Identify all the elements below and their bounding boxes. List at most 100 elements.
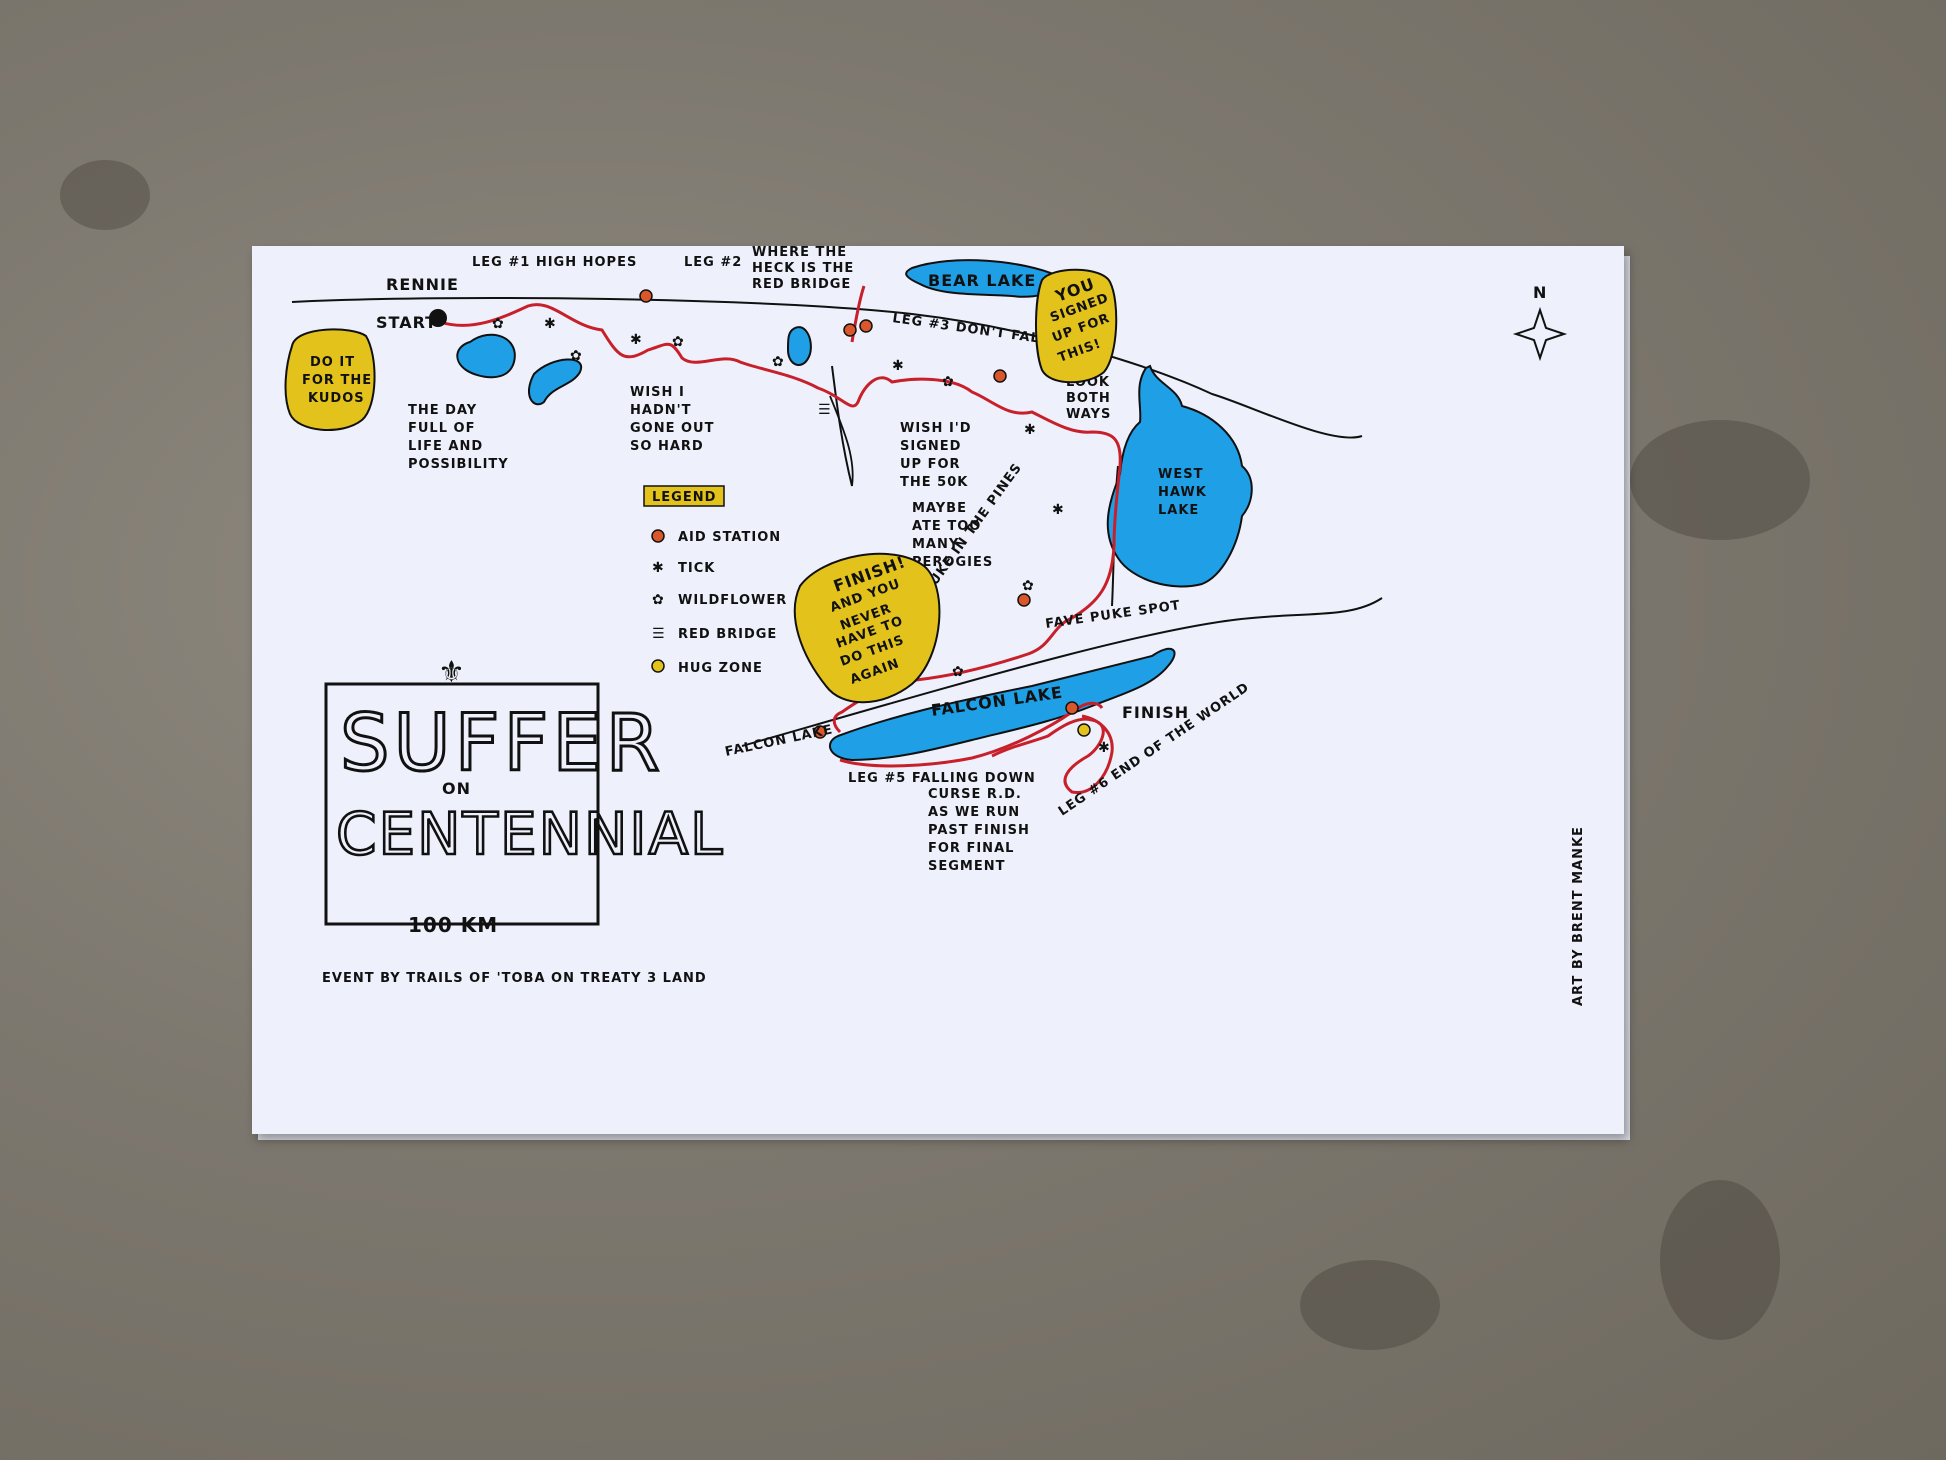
note-wish-50k: WISH I'D SIGNED UP FOR THE 50K (900, 421, 972, 490)
place-west-hawk-1: WEST (1158, 467, 1203, 482)
legend-item-label: HUG ZONE (678, 661, 763, 676)
wildflower-icon: ✿ (672, 334, 684, 350)
aid-station-icon (813, 725, 827, 739)
svg-text:CURSE R.D.: CURSE R.D. (928, 787, 1022, 802)
tick-icon: ✱ (1024, 422, 1036, 438)
aid-station-icon (859, 319, 873, 333)
race-route-finish (839, 701, 1104, 768)
event-credit: EVENT BY TRAILS OF 'TOBA ON TREATY 3 LAN… (322, 971, 707, 986)
map-sheet: ✿ ✱ ✿ ✱ ✿ ✿ ✱ ✿ ✱ ✱ ✿ ✿ ✱ ☰ N RENNIE STA… (252, 246, 1624, 1134)
svg-text:WISH I'D: WISH I'D (900, 421, 972, 436)
tick-icon: ✱ (630, 332, 642, 348)
aid-station-icon (651, 529, 665, 543)
title-block: ⚜ SUFFER ON CENTENNIAL 100 KM EVENT BY T… (322, 655, 724, 986)
legend-item-label: TICK (678, 561, 715, 576)
falcon-lake (828, 647, 1176, 762)
svg-text:THE 50K: THE 50K (900, 475, 968, 490)
place-finish: FINISH (1122, 703, 1189, 722)
svg-text:AS WE RUN: AS WE RUN (928, 805, 1020, 820)
floor-stain (60, 160, 150, 230)
wildflower-icon: ✿ (772, 354, 784, 370)
svg-text:PEROGIES: PEROGIES (912, 555, 993, 570)
tick-icon: ✱ (892, 358, 904, 374)
floor-stain (1630, 420, 1810, 540)
tick-icon: ✱ (544, 316, 556, 332)
title-distance: 100 KM (408, 913, 498, 937)
leg-2-label: LEG #2 (684, 255, 742, 270)
svg-text:GONE OUT: GONE OUT (630, 421, 714, 436)
wildflower-icon: ✿ (952, 664, 964, 680)
svg-text:BOTH: BOTH (1066, 391, 1111, 406)
wildflower-icon: ✿ (570, 348, 582, 364)
svg-text:ATE TOO: ATE TOO (912, 519, 981, 534)
note-perogies: MAYBE ATE TOO MANY PEROGIES (912, 501, 993, 570)
floor-stain (1660, 1180, 1780, 1340)
note-curse: CURSE R.D. AS WE RUN PAST FINISH FOR FIN… (928, 787, 1029, 874)
svg-text:FOR THE: FOR THE (302, 373, 372, 388)
leg-3-label: LEG #3 DON'T FALL (891, 311, 1049, 348)
tick-icon: ✱ (1098, 740, 1110, 756)
svg-text:RED BRIDGE: RED BRIDGE (752, 277, 851, 292)
west-hawk-lake (1106, 364, 1253, 588)
aid-station-icon (843, 323, 857, 337)
svg-text:HADN'T: HADN'T (630, 403, 691, 418)
tick-icon: ✱ (652, 560, 664, 576)
art-credit: ART BY BRENT MANKE (1571, 826, 1586, 1006)
svg-text:SO HARD: SO HARD (630, 439, 704, 454)
hug-zone-icon (651, 659, 665, 673)
race-route (439, 303, 1122, 734)
svg-text:FOR FINAL: FOR FINAL (928, 841, 1014, 856)
place-falcon-lake-town: FALCON LAKE (724, 722, 835, 760)
legend-item-label: AID STATION (678, 530, 781, 545)
svg-text:THE DAY: THE DAY (408, 403, 477, 418)
wildflower-icon: ✿ (652, 592, 664, 608)
title-line1: SUFFER (340, 699, 664, 789)
aid-station-icon (639, 289, 653, 303)
place-start: START (376, 313, 437, 332)
place-rennie: RENNIE (386, 275, 459, 294)
bear-lake (905, 259, 1062, 298)
svg-text:WISH I: WISH I (630, 385, 685, 400)
svg-text:SEGMENT: SEGMENT (928, 859, 1005, 874)
highway-line-south (741, 597, 1383, 747)
highway-line (291, 297, 1363, 439)
leg-5-label: LEG #5 FALLING DOWN (848, 771, 1036, 786)
note-day-full: THE DAY FULL OF LIFE AND POSSIBILITY (408, 403, 509, 472)
svg-text:MANY: MANY (912, 537, 959, 552)
svg-text:WAYS: WAYS (1066, 407, 1111, 422)
small-lake (786, 326, 812, 366)
title-line2: ON (442, 779, 471, 798)
compass-label: N (1533, 283, 1547, 302)
place-bear-lake: BEAR LAKE (928, 271, 1036, 290)
svg-text:HECK IS THE: HECK IS THE (752, 261, 854, 276)
title-line3: CENTENNIAL (336, 800, 724, 868)
callout-signed-up: YOU SIGNED UP FOR THIS! (1035, 268, 1118, 384)
race-route-leg3 (850, 285, 866, 343)
svg-text:KUDOS: KUDOS (308, 391, 365, 406)
small-lake (456, 333, 516, 379)
wildflower-icon: ✿ (942, 374, 954, 390)
legend-item-label: WILDFLOWER (678, 593, 787, 608)
legend-item-label: RED BRIDGE (678, 627, 777, 642)
wildflower-icon: ✿ (1022, 578, 1034, 594)
svg-text:POSSIBILITY: POSSIBILITY (408, 457, 509, 472)
note-wish-hard: WISH I HADN'T GONE OUT SO HARD (630, 385, 714, 454)
svg-text:WHERE THE: WHERE THE (752, 246, 847, 260)
red-bridge-icon: ☰ (818, 402, 831, 418)
place-west-hawk-3: LAKE (1158, 503, 1199, 518)
svg-text:SIGNED: SIGNED (900, 439, 961, 454)
start-marker (429, 309, 447, 327)
floor-stain (1300, 1260, 1440, 1350)
svg-text:UP FOR: UP FOR (900, 457, 961, 472)
svg-text:DO IT: DO IT (310, 355, 355, 370)
hug-zone-icon (1077, 723, 1091, 737)
small-lake (528, 358, 583, 406)
callout-kudos: DO IT FOR THE KUDOS (284, 328, 376, 431)
aid-station-icon (993, 369, 1007, 383)
aid-station-icon (1065, 701, 1079, 715)
legend-header: LEGEND (652, 490, 716, 505)
red-bridge-icon: ☰ (652, 626, 665, 642)
side-road (829, 395, 854, 487)
svg-text:LIFE AND: LIFE AND (408, 439, 483, 454)
svg-text:FULL OF: FULL OF (408, 421, 475, 436)
